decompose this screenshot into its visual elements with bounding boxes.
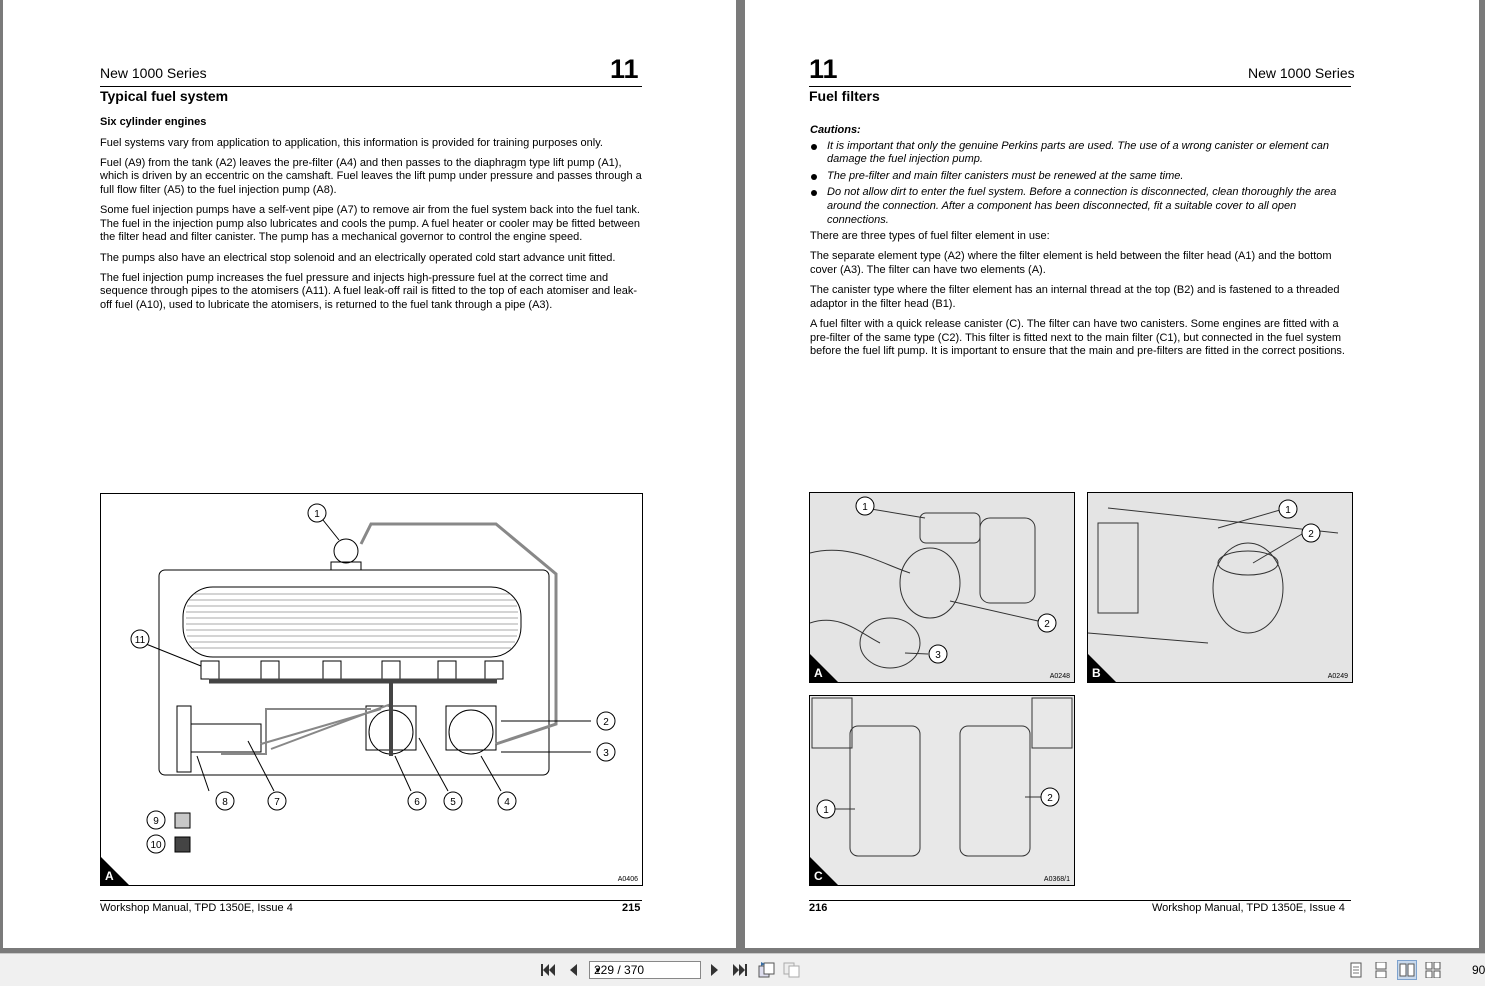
zoom-level[interactable]: 90 [1472, 963, 1485, 977]
figure-letter-badge: A [101, 857, 129, 885]
callout-2: 2 [603, 717, 609, 728]
footer-text: Workshop Manual, TPD 1350E, Issue 4 [1152, 902, 1345, 914]
figure-reference: A0249 [1327, 673, 1348, 680]
cautions-label: Cautions: [810, 124, 861, 136]
first-page-icon[interactable] [538, 960, 558, 980]
chevron-down-icon: ▼ [594, 966, 602, 975]
callout-10: 10 [150, 840, 162, 851]
footer-rule [809, 900, 1351, 901]
paragraph: Fuel systems vary from application to ap… [100, 136, 603, 149]
chapter-number: 11 [610, 54, 639, 84]
series-name: New 1000 Series [1248, 65, 1355, 81]
header-rule [809, 86, 1351, 87]
fuel-system-diagram: 1 11 2 3 4 5 6 7 8 9 10 A A0406 [100, 493, 643, 886]
figure-letter-badge: B [1088, 654, 1116, 682]
right-page: 11 New 1000 Series Fuel filters Cautions… [745, 0, 1479, 948]
caution-item: The pre-filter and main filter canisters… [810, 170, 1354, 184]
paragraph: A fuel filter with a quick release canis… [810, 317, 1345, 358]
section-subtitle: Six cylinder engines [100, 116, 207, 128]
fuel-filter-photo-b: 1 2 B A0249 [1087, 492, 1353, 683]
figure-letter-badge: C [810, 857, 838, 885]
callout-5: 5 [450, 797, 456, 808]
page-title: Typical fuel system [100, 88, 229, 104]
callout-7: 7 [274, 797, 280, 808]
callout-2: 2 [1044, 619, 1050, 630]
figure-reference: A0368/1 [1043, 876, 1070, 883]
callout-1: 1 [314, 509, 320, 520]
callout-2: 2 [1047, 793, 1053, 804]
filter-photo-a-drawing: 1 2 3 [810, 493, 1074, 682]
paragraph: The fuel injection pump increases the fu… [100, 271, 638, 311]
caution-item: Do not allow dirt to enter the fuel syst… [810, 186, 1354, 227]
paragraph: The separate element type (A2) where the… [810, 250, 1332, 276]
figure-reference: A0248 [1049, 673, 1070, 680]
callout-4: 4 [504, 797, 510, 808]
filter-photo-b-drawing: 1 2 [1088, 493, 1352, 682]
rotate-icon[interactable] [757, 960, 777, 980]
paragraph: Fuel (A9) from the tank (A2) leaves the … [100, 156, 642, 196]
paragraph: Some fuel injection pumps have a self-ve… [100, 204, 640, 244]
callout-1: 1 [823, 805, 829, 816]
page-number-select[interactable]: 229 / 370 ▼ [589, 961, 701, 979]
callout-3: 3 [935, 650, 941, 661]
last-page-icon[interactable] [730, 960, 750, 980]
callout-11: 11 [135, 635, 146, 646]
copy-icon[interactable] [782, 960, 802, 980]
callout-3: 3 [603, 748, 609, 759]
callout-2: 2 [1308, 529, 1314, 540]
chapter-number: 11 [809, 54, 838, 84]
body-text: Cautions: It is important that only the … [810, 124, 1354, 365]
callout-8: 8 [222, 797, 228, 808]
page-title: Fuel filters [809, 88, 880, 104]
paragraph: The canister type where the filter eleme… [810, 284, 1340, 310]
pdf-toolbar: 229 / 370 ▼ 90 [0, 953, 1485, 986]
previous-page-icon[interactable] [563, 960, 583, 980]
fuel-filter-photo-c: 1 2 C A0368/1 [809, 695, 1075, 886]
callout-1: 1 [1285, 505, 1291, 516]
callout-9: 9 [153, 816, 159, 827]
figure-letter-badge: A [810, 654, 838, 682]
continuous-view-icon[interactable] [1371, 960, 1391, 980]
single-page-view-icon[interactable] [1346, 960, 1366, 980]
callout-6: 6 [414, 797, 420, 808]
caution-item: It is important that only the genuine Pe… [810, 140, 1354, 167]
two-page-continuous-view-icon[interactable] [1423, 960, 1443, 980]
callout-1: 1 [862, 502, 868, 513]
header-rule [100, 86, 642, 87]
cautions-block: Cautions: It is important that only the … [810, 124, 1354, 227]
paragraph: There are three types of fuel filter ele… [810, 230, 1050, 243]
footer-rule [100, 900, 642, 901]
footer-text: Workshop Manual, TPD 1350E, Issue 4 [100, 902, 293, 914]
body-text: Six cylinder engines Fuel systems vary f… [100, 116, 645, 319]
series-name: New 1000 Series [100, 65, 207, 81]
page-number: 216 [809, 902, 828, 914]
figure-reference: A0406 [617, 876, 638, 883]
next-page-icon[interactable] [705, 960, 725, 980]
fuel-system-drawing: 1 11 2 3 4 5 6 7 8 9 10 [130, 503, 616, 854]
two-page-view-icon[interactable] [1397, 960, 1417, 980]
filter-photo-c-drawing: 1 2 [810, 696, 1074, 885]
paragraph: The pumps also have an electrical stop s… [100, 251, 616, 264]
page-number: 215 [622, 902, 641, 914]
left-page: New 1000 Series 11 Typical fuel system S… [3, 0, 736, 948]
page-indicator: 229 / 370 [594, 963, 645, 977]
fuel-filter-photo-a: 1 2 3 A A0248 [809, 492, 1075, 683]
